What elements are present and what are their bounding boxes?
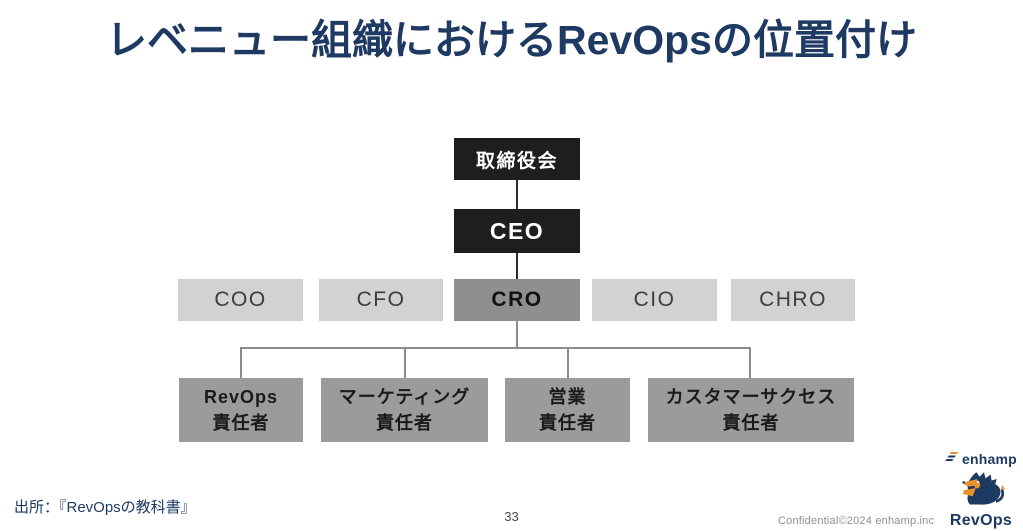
slide-title: レベニュー組織におけるRevOpsの位置付け xyxy=(106,17,917,63)
enhamp-logo: enhamp xyxy=(945,450,1017,468)
org-node-cfo-label: CFO xyxy=(356,288,406,311)
org-node-cfo: CFO xyxy=(319,279,443,321)
org-node-chro-label: CHRO xyxy=(759,288,827,311)
page-number: 33 xyxy=(504,509,519,524)
connector-drop-revops xyxy=(240,347,242,378)
enhamp-logo-icon xyxy=(945,450,959,468)
connector-reports-bus xyxy=(240,347,751,349)
connector-board-ceo xyxy=(516,180,518,209)
org-node-sales-lead-line2: 責任者 xyxy=(539,413,596,433)
org-node-revops-lead-line2: 責任者 xyxy=(212,413,270,433)
org-node-chro: CHRO xyxy=(731,279,855,321)
org-node-cio: CIO xyxy=(592,279,717,321)
org-node-cs-lead-line2: 責任者 xyxy=(722,413,780,433)
org-node-board: 取締役会 xyxy=(454,138,580,180)
confidential-note: Confidential©2024 enhamp.inc xyxy=(778,515,935,527)
org-node-cro-label: CRO xyxy=(491,288,543,311)
org-node-sales-lead: 営業 責任者 xyxy=(505,378,630,442)
org-node-cs-lead: カスタマーサクセス 責任者 xyxy=(648,378,854,442)
revops-wordmark: RevOps xyxy=(949,512,1013,529)
enhamp-wordmark: enhamp xyxy=(962,451,1017,467)
org-node-coo: COO xyxy=(178,279,303,321)
org-node-ceo-label: CEO xyxy=(489,217,545,244)
lion-logo-icon xyxy=(957,470,1005,511)
org-node-cio-label: CIO xyxy=(633,288,676,311)
org-node-revops-lead: RevOps 責任者 xyxy=(179,378,303,442)
connector-drop-marketing xyxy=(404,347,406,378)
org-node-marketing-lead-line2: 責任者 xyxy=(376,413,433,433)
org-node-marketing-lead: マーケティング 責任者 xyxy=(321,378,488,442)
enhamp-revops-logo: enhamp RevOps xyxy=(942,450,1020,530)
connector-ceo-cro xyxy=(516,253,518,279)
connector-drop-sales xyxy=(567,347,569,378)
org-node-revops-lead-line1: RevOps xyxy=(203,386,279,407)
org-node-sales-lead-line1: 営業 xyxy=(548,386,587,407)
org-node-board-label: 取締役会 xyxy=(475,150,558,172)
org-node-ceo: CEO xyxy=(454,209,580,253)
connector-drop-cs xyxy=(749,347,751,378)
connector-cro-stem xyxy=(516,321,518,348)
source-citation: 出所：『RevOpsの教科書』 xyxy=(14,499,196,516)
org-node-cs-lead-line1: カスタマーサクセス xyxy=(665,386,837,407)
org-node-marketing-lead-line1: マーケティング xyxy=(338,386,471,407)
org-node-cro: CRO xyxy=(454,279,580,321)
org-node-coo-label: COO xyxy=(214,288,267,311)
